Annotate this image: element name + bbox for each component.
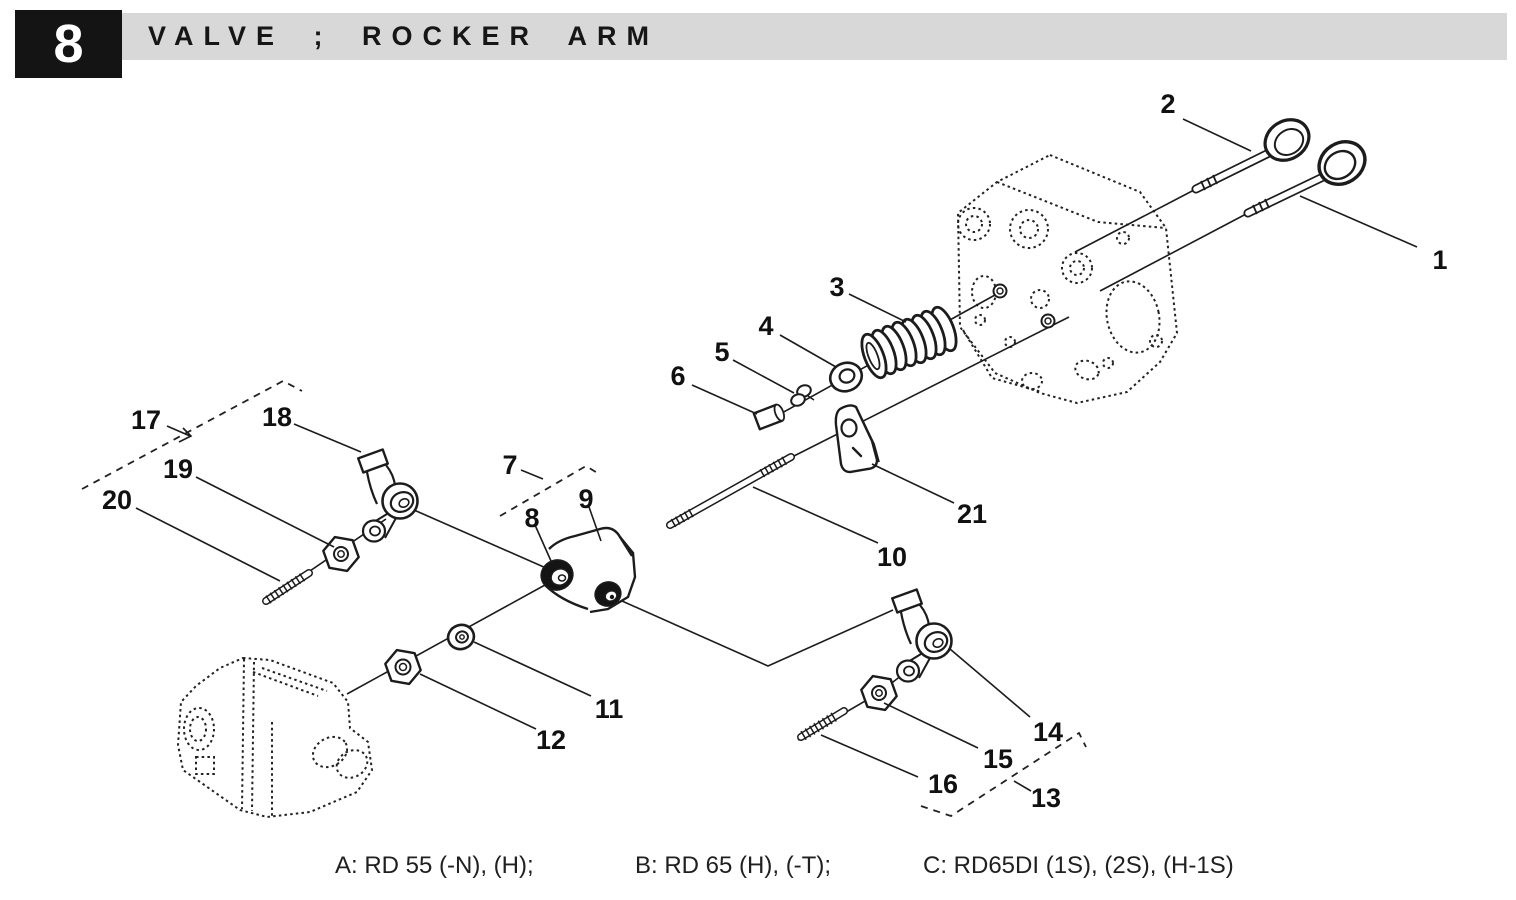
group-bracket-13 (920, 731, 1087, 817)
callout-label-16: 16 (928, 769, 958, 799)
callout-label-19: 19 (163, 454, 193, 484)
callout-label-1: 1 (1432, 245, 1447, 275)
gear-case (176, 656, 374, 819)
variant-note-c: C: RD65DI (1S), (2S), (H-1S) (923, 852, 1234, 879)
spring-retainer (828, 361, 864, 393)
callout-labels: 1 2 3 4 5 6 7 8 9 10 11 12 13 14 15 16 1… (102, 89, 1448, 813)
page-title: VALVE ; ROCKER ARM (148, 21, 659, 51)
leader-lines (135, 118, 1418, 778)
callout-label-9: 9 (578, 484, 593, 514)
rocker-arm-right (890, 588, 953, 683)
variant-note-a: A: RD 55 (-N), (H); (335, 852, 534, 879)
callout-label-4: 4 (758, 311, 773, 341)
callout-label-12: 12 (536, 725, 566, 755)
callout-label-21: 21 (957, 499, 987, 529)
group-brackets (81, 379, 1087, 817)
valve-collet (790, 384, 815, 407)
head-studs (992, 283, 1056, 329)
callout-label-13: 13 (1031, 783, 1061, 813)
callout-label-7: 7 (502, 450, 517, 480)
callout-label-20: 20 (102, 485, 132, 515)
valve-1 (1243, 140, 1367, 218)
title-bar: VALVE ; ROCKER ARM (122, 13, 1507, 60)
section-number: 8 (53, 14, 84, 74)
rocker-arm-left (356, 448, 419, 543)
adjusting-screw-20 (262, 569, 313, 605)
callout-label-6: 6 (670, 361, 685, 391)
lock-nut-15 (860, 674, 898, 712)
adjusting-screw-16 (797, 707, 848, 741)
group-bracket-7 (499, 464, 600, 517)
nut-12 (384, 648, 422, 686)
section-number-box: 8 (15, 10, 122, 78)
push-rod (666, 453, 795, 529)
callout-label-5: 5 (714, 337, 729, 367)
variant-note-b: B: RD 65 (H), (-T); (635, 852, 831, 879)
callout-label-18: 18 (262, 402, 292, 432)
callout-label-10: 10 (877, 542, 907, 572)
rocker-bracket-plate (834, 404, 880, 474)
callout-label-2: 2 (1160, 89, 1175, 119)
rocker-shaft-bracket (540, 526, 637, 614)
callout-label-14: 14 (1033, 717, 1063, 747)
group-bracket-ticks (166, 425, 1032, 792)
callout-label-3: 3 (829, 272, 844, 302)
callout-label-11: 11 (595, 694, 624, 724)
lock-nut-19 (322, 535, 360, 573)
callout-label-17: 17 (131, 405, 161, 435)
valve-cap (752, 403, 786, 431)
valve-2 (1191, 118, 1311, 194)
valve-spring (860, 305, 958, 380)
callout-label-8: 8 (524, 503, 539, 533)
cylinder-head (956, 153, 1179, 405)
callout-label-15: 15 (983, 744, 1013, 774)
washer-11 (446, 623, 476, 651)
